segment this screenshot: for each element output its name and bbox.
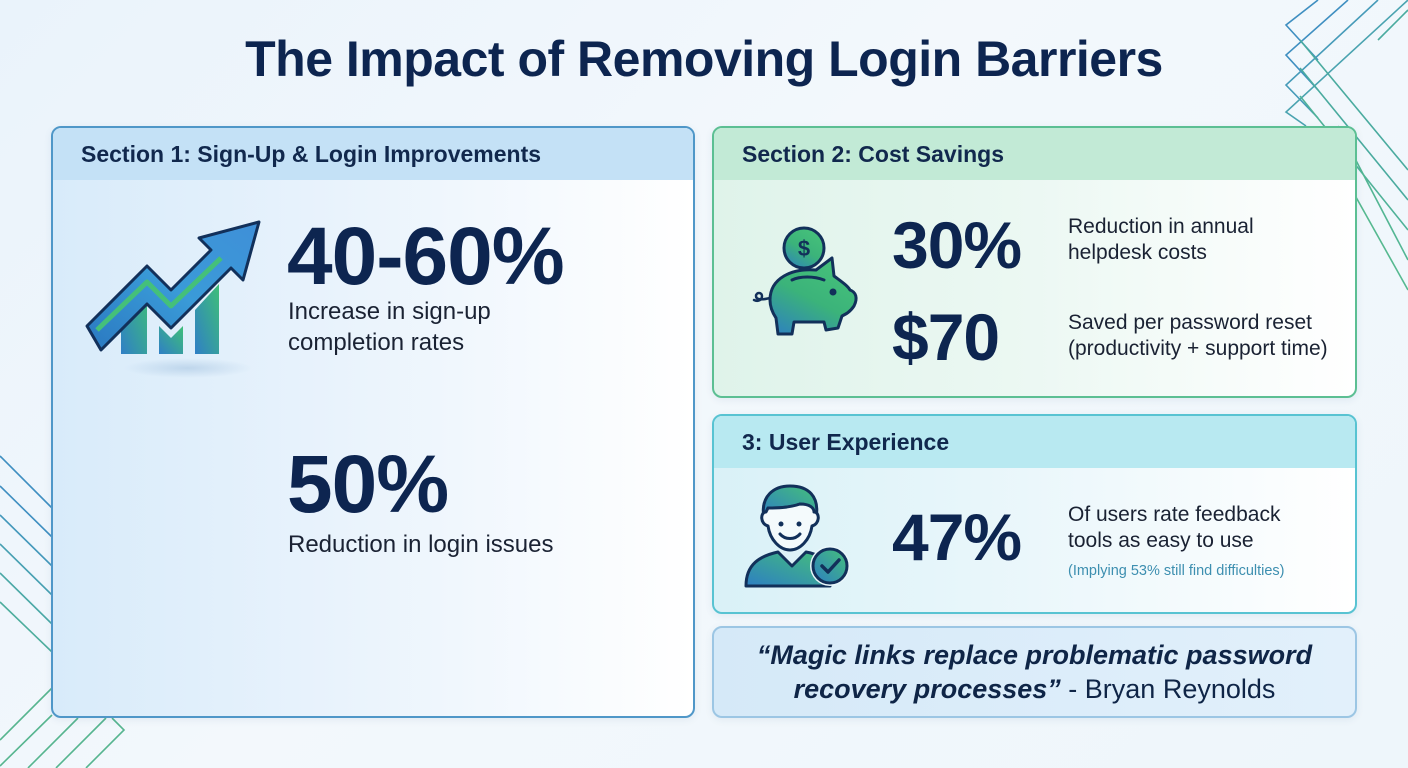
section1-header: Section 1: Sign-Up & Login Improvements: [53, 128, 693, 180]
section-cost-savings-card: Section 2: Cost Savings $ 30% Reduction …: [712, 126, 1357, 398]
helpdesk-cost-label-line1: Reduction in annual: [1068, 215, 1254, 238]
piggy-bank-dollar-icon: $: [752, 226, 858, 336]
growth-chart-arrow-icon: [85, 220, 261, 354]
section2-header: Section 2: Cost Savings: [714, 128, 1355, 180]
section-user-experience-card: 3: User Experience 47% Of users rate fee…: [712, 414, 1357, 614]
password-reset-label-line2: (productivity + support time): [1068, 337, 1328, 360]
login-issues-stat: 50%: [287, 439, 449, 530]
password-reset-label-line1: Saved per password reset: [1068, 311, 1312, 334]
helpdesk-cost-label: Reduction in annual helpdesk costs: [1068, 214, 1254, 266]
quote-line2: recovery processes”: [793, 674, 1061, 704]
icon-shadow: [123, 358, 253, 378]
signup-rate-stat: 40-60%: [287, 211, 565, 302]
section-signup-login-card: Section 1: Sign-Up & Login Improvements …: [51, 126, 695, 718]
password-reset-savings-stat: $70: [892, 300, 1000, 374]
quote-author: - Bryan Reynolds: [1060, 674, 1276, 704]
feedback-ease-label: Of users rate feedback tools as easy to …: [1068, 502, 1280, 554]
user-check-icon: [744, 484, 850, 588]
feedback-difficulty-note: (Implying 53% still find difficulties): [1068, 563, 1285, 579]
signup-rate-label: Increase in sign-up completion rates: [288, 298, 491, 356]
helpdesk-cost-label-line2: helpdesk costs: [1068, 241, 1207, 264]
quote-text: “Magic links replace problematic passwor…: [757, 638, 1312, 706]
feedback-ease-label-line1: Of users rate feedback: [1068, 503, 1281, 526]
section3-header: 3: User Experience: [714, 416, 1355, 468]
helpdesk-cost-stat: 30%: [892, 208, 1022, 282]
feedback-ease-label-line2: tools as easy to use: [1068, 529, 1254, 552]
svg-text:$: $: [798, 236, 810, 261]
password-reset-savings-label: Saved per password reset (productivity +…: [1068, 310, 1328, 362]
login-issues-label: Reduction in login issues: [288, 531, 554, 558]
quote-line1: “Magic links replace problematic passwor…: [756, 640, 1313, 670]
page-title: The Impact of Removing Login Barriers: [245, 31, 1163, 87]
feedback-ease-stat: 47%: [892, 500, 1022, 574]
quote-card: “Magic links replace problematic passwor…: [712, 626, 1357, 718]
